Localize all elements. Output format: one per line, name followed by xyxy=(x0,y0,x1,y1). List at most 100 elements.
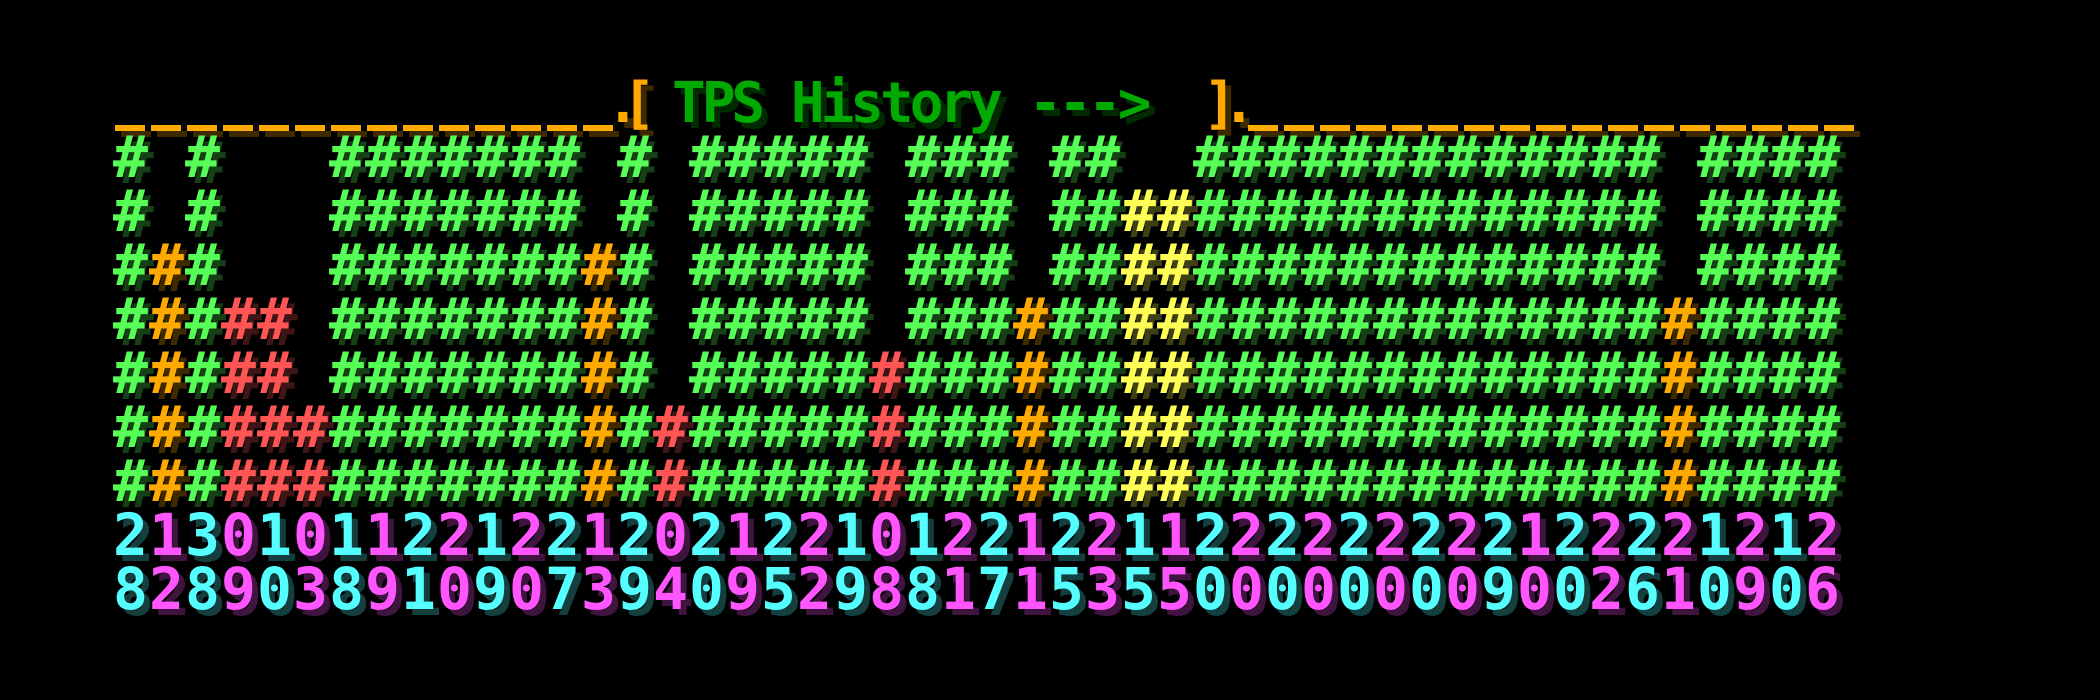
tens-digit: 2 xyxy=(977,501,1012,569)
bar-cell-green: # xyxy=(797,339,832,407)
bar-cell-green: # xyxy=(185,339,220,407)
bar-cell-green: # xyxy=(1625,339,1660,407)
header-dot-right: . xyxy=(1222,71,1256,136)
bar-cell-green: # xyxy=(1553,231,1588,299)
bar-cell-green: # xyxy=(725,339,760,407)
bar-cell-green: # xyxy=(833,339,868,407)
bar-cell-green: # xyxy=(689,123,724,191)
bar-cell-green: # xyxy=(365,177,400,245)
bar-cell-green: # xyxy=(833,123,868,191)
header-dash xyxy=(1392,125,1422,131)
bar-cell-green: # xyxy=(473,447,508,515)
bar-cell-green: # xyxy=(1301,447,1336,515)
bar-cell-green: # xyxy=(1805,123,1840,191)
bar-cell-green: # xyxy=(1373,447,1408,515)
bar-cell-green: # xyxy=(1085,447,1120,515)
bar-cell-orange: # xyxy=(581,447,616,515)
bar-cell-green: # xyxy=(905,447,940,515)
bar-cell-green: # xyxy=(1193,447,1228,515)
bar-cell-red: # xyxy=(869,393,904,461)
bar-cell-green: # xyxy=(761,339,796,407)
bar-cell-green: # xyxy=(437,123,472,191)
bar-cell-green: # xyxy=(401,123,436,191)
bar-cell-green: # xyxy=(1805,447,1840,515)
header-dash xyxy=(331,125,361,131)
bar-cell-green: # xyxy=(1769,123,1804,191)
bar-cell-orange: # xyxy=(149,231,184,299)
bar-cell-green: # xyxy=(1409,393,1444,461)
ones-digit: 8 xyxy=(905,555,940,623)
tens-digit: 1 xyxy=(1121,501,1156,569)
ones-digit: 5 xyxy=(1049,555,1084,623)
tens-digit: 1 xyxy=(581,501,616,569)
ones-digit: 9 xyxy=(1733,555,1768,623)
tens-digit: 2 xyxy=(1373,501,1408,569)
ones-digit: 0 xyxy=(437,555,472,623)
bar-cell-green: # xyxy=(1409,231,1444,299)
bar-cell-green: # xyxy=(1337,393,1372,461)
bar-cell-green: # xyxy=(473,177,508,245)
bar-cell-green: # xyxy=(473,123,508,191)
tens-digit: 2 xyxy=(545,501,580,569)
bar-cell-red: # xyxy=(221,393,256,461)
bar-cell-orange: # xyxy=(1013,447,1048,515)
tens-digit: 2 xyxy=(1589,501,1624,569)
bar-cell-green: # xyxy=(1445,177,1480,245)
chart-title: TPS History ---> xyxy=(672,71,1151,136)
bar-cell-red: # xyxy=(257,285,292,353)
bar-cell-red: # xyxy=(653,447,688,515)
header-dash xyxy=(151,125,181,131)
bar-cell-green: # xyxy=(1553,447,1588,515)
bar-cell-green: # xyxy=(1805,177,1840,245)
bar-cell-green: # xyxy=(473,339,508,407)
bar-cell-green: # xyxy=(1481,231,1516,299)
bar-cell-green: # xyxy=(1193,123,1228,191)
header-dash xyxy=(367,125,397,131)
bar-cell-green: # xyxy=(1769,231,1804,299)
bar-cell-red: # xyxy=(653,393,688,461)
bar-cell-green: # xyxy=(1085,231,1120,299)
bar-cell-green: # xyxy=(1265,123,1300,191)
bar-cell-green: # xyxy=(1229,393,1264,461)
bar-cell-green: # xyxy=(941,339,976,407)
bar-cell-green: # xyxy=(797,123,832,191)
ones-digit: 2 xyxy=(797,555,832,623)
bar-cell-green: # xyxy=(113,339,148,407)
tens-digit: 0 xyxy=(293,501,328,569)
bar-cell-green: # xyxy=(1553,123,1588,191)
bar-cell-green: # xyxy=(941,177,976,245)
bar-cell-green: # xyxy=(1373,231,1408,299)
tens-digit: 2 xyxy=(1049,501,1084,569)
bar-cell-green: # xyxy=(185,177,220,245)
bar-cell-green: # xyxy=(329,285,364,353)
bar-cell-red: # xyxy=(257,339,292,407)
tens-digit: 2 xyxy=(1625,501,1660,569)
bar-cell-green: # xyxy=(1733,447,1768,515)
tens-digit: 1 xyxy=(1697,501,1732,569)
tens-digit: 0 xyxy=(653,501,688,569)
bar-cell-green: # xyxy=(1805,393,1840,461)
bar-cell-green: # xyxy=(1445,285,1480,353)
bar-cell-green: # xyxy=(329,447,364,515)
bar-cell-red: # xyxy=(293,393,328,461)
ones-digit: 3 xyxy=(1085,555,1120,623)
bar-cell-green: # xyxy=(1445,393,1480,461)
bar-cell-green: # xyxy=(1769,339,1804,407)
bar-cell-green: # xyxy=(1049,339,1084,407)
ones-digit: 1 xyxy=(1661,555,1696,623)
ones-digit: 7 xyxy=(545,555,580,623)
tens-digit: 2 xyxy=(797,501,832,569)
bar-cell-green: # xyxy=(185,123,220,191)
bar-cell-green: # xyxy=(1589,447,1624,515)
header-dash xyxy=(223,125,253,131)
bar-cell-yellow: # xyxy=(1121,339,1156,407)
tens-digit: 1 xyxy=(473,501,508,569)
bar-cell-green: # xyxy=(1589,123,1624,191)
bar-cell-green: # xyxy=(329,177,364,245)
bar-cell-green: # xyxy=(1697,393,1732,461)
header-dash xyxy=(583,125,613,131)
bar-cell-green: # xyxy=(1481,447,1516,515)
bar-cell-green: # xyxy=(1337,123,1372,191)
bar-cell-green: # xyxy=(797,177,832,245)
